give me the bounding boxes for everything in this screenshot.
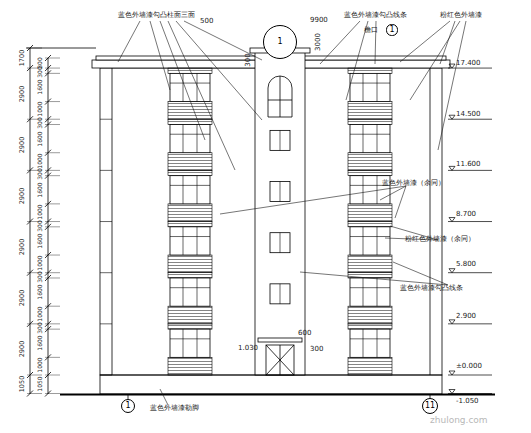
sill-band — [348, 102, 392, 120]
dimension-text: 3000 — [315, 33, 322, 51]
detail-callout: 1 — [386, 24, 397, 35]
dimension-text: 1000 — [37, 153, 43, 168]
window — [350, 125, 390, 153]
dimension-text: 1000 — [37, 255, 43, 270]
window — [170, 73, 210, 101]
dimension-text: 2900 — [19, 341, 26, 358]
sill-band — [168, 306, 212, 324]
stair-window — [270, 233, 290, 253]
dimension-text: 2900 — [19, 239, 26, 256]
dimension-text: 300 — [37, 271, 43, 282]
dimension-text: 9900 — [310, 17, 328, 24]
dimension-text: 1600 — [37, 284, 43, 299]
axis-bubble: 1 — [121, 399, 135, 413]
lintel-band — [348, 324, 392, 329]
dimension-text: 2900 — [19, 85, 26, 102]
note-text: 蓝色外墙漆（余同） — [382, 180, 445, 187]
dimension-text: 500 — [200, 18, 213, 25]
note-text: 檐口 — [364, 27, 378, 34]
plinth — [100, 375, 442, 394]
dimension-text: 600 — [298, 330, 311, 337]
lintel-band — [348, 273, 392, 278]
note-text: 粉红色外墙漆 — [440, 12, 482, 19]
watermark: zhulong.com — [430, 416, 488, 425]
note-text: 蓝色外墙漆勾凸线条 — [344, 12, 407, 19]
dimension-text: -1.050 — [456, 398, 479, 405]
sill-band — [348, 306, 392, 324]
dimension-text: 300 — [37, 322, 43, 333]
dimension-text: 11.600 — [456, 161, 481, 168]
dimension-text: 1000 — [37, 204, 43, 219]
dimension-text: 17.400 — [456, 60, 481, 67]
window — [350, 227, 390, 255]
dimension-text: 300 — [37, 169, 43, 180]
window — [170, 227, 210, 255]
dimension-text: 2.900 — [456, 313, 476, 320]
dimension-text: 1700 — [19, 50, 26, 67]
dimension-text: 1600 — [37, 131, 43, 146]
dimension-text: 1600 — [37, 182, 43, 197]
lintel-band — [348, 222, 392, 227]
dimension-text: 1000 — [37, 102, 43, 117]
sill-band — [348, 357, 392, 375]
callout-number: 1 — [389, 26, 394, 34]
window — [170, 125, 210, 153]
dimension-text: 300 — [245, 53, 252, 66]
dimension-text: 2900 — [19, 188, 26, 205]
dimension-text: 1000 — [37, 306, 43, 321]
lintel-band — [168, 324, 212, 329]
dimension-text: ±0.000 — [456, 363, 482, 370]
window — [350, 329, 390, 357]
lintel-band — [348, 170, 392, 175]
lintel-band — [168, 119, 212, 124]
dimension-text: 1600 — [37, 233, 43, 248]
sill-band — [168, 357, 212, 375]
dimension-text: 300 — [37, 220, 43, 231]
note-text: 蓝色外墙漆勾凸线条 — [400, 285, 463, 292]
callout-number: 11 — [425, 402, 435, 410]
sill-band — [168, 255, 212, 273]
lintel-band — [168, 222, 212, 227]
window — [170, 176, 210, 204]
note-text: 蓝色外墙漆勒脚 — [150, 405, 199, 412]
dimension-text: 1050 — [37, 377, 43, 392]
lintel-band — [168, 273, 212, 278]
window — [170, 329, 210, 357]
dimension-text: 1.030 — [238, 345, 258, 352]
stair-window — [270, 130, 290, 150]
dimension-text: 1600 — [37, 336, 43, 351]
dimension-text: 300 — [37, 117, 43, 128]
window — [350, 73, 390, 101]
sill-band — [348, 255, 392, 273]
detail-callout: 1 — [263, 25, 297, 59]
leader-lines — [118, 21, 466, 405]
dimension-text: 1000 — [37, 358, 43, 373]
dimension-text: 2900 — [19, 290, 26, 307]
sill-band — [168, 153, 212, 171]
sill-band — [168, 204, 212, 222]
sill-band — [348, 204, 392, 222]
dimension-text: 300 — [310, 346, 323, 353]
dimension-text: 14.500 — [456, 111, 481, 118]
callout-number: 1 — [125, 402, 130, 410]
lintel-band — [168, 68, 212, 73]
axis-bubble: 11 — [422, 398, 438, 414]
dimension-text: 1600 — [37, 80, 43, 95]
dimension-text: 8.700 — [456, 211, 476, 218]
stair-window — [270, 284, 290, 304]
note-text: 粉红色外墙漆（余同） — [405, 236, 475, 243]
window — [350, 278, 390, 306]
lintel-band — [168, 170, 212, 175]
note-text: 蓝色外墙漆勾凸柱面三面 — [118, 12, 195, 19]
stair-window — [270, 182, 290, 202]
callout-number: 1 — [277, 38, 282, 46]
dimension-text: 300 — [37, 66, 43, 77]
dimension-text: 1050 — [19, 376, 26, 393]
lintel-band — [348, 119, 392, 124]
dimension-text: 2900 — [19, 137, 26, 154]
window — [170, 278, 210, 306]
sill-band — [348, 153, 392, 171]
dimension-text: 5.800 — [456, 261, 476, 268]
